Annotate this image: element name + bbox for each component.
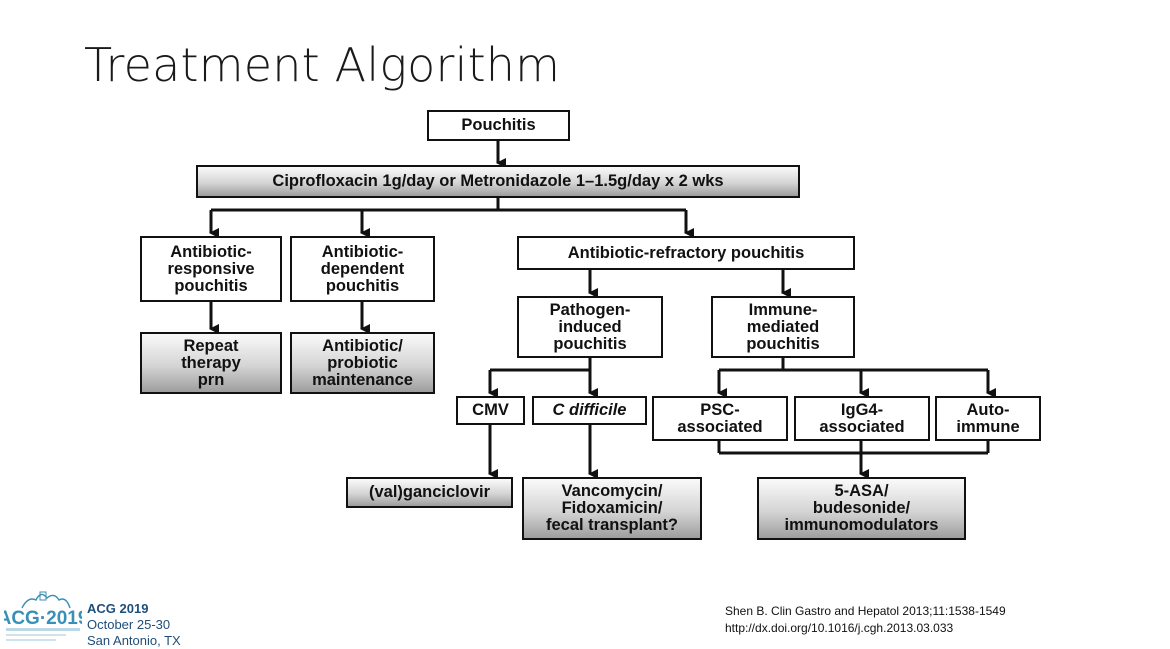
- node-c-difficile: C difficile: [532, 396, 647, 425]
- node-cmv: CMV: [456, 396, 525, 425]
- citation-doi-link[interactable]: http://dx.doi.org/10.1016/j.cgh.2013.03.…: [725, 621, 954, 635]
- node-pouchitis: Pouchitis: [427, 110, 570, 141]
- node-autoimmune: Auto- immune: [935, 396, 1041, 441]
- logo-wordmark: ACG·2019: [4, 608, 82, 629]
- citation-reference: Shen B. Clin Gastro and Hepatol 2013;11:…: [725, 604, 1006, 618]
- node-vancomycin-fidoxamicin: Vancomycin/ Fidoxamicin/ fecal transplan…: [522, 477, 702, 540]
- node-probiotic-maintenance: Antibiotic/ probiotic maintenance: [290, 332, 435, 394]
- node-antibiotic-dependent: Antibiotic- dependent pouchitis: [290, 236, 435, 302]
- node-antibiotic-refractory: Antibiotic-refractory pouchitis: [517, 236, 855, 270]
- event-info: ACG 2019 October 25-30 San Antonio, TX: [87, 601, 181, 649]
- event-location: San Antonio, TX: [87, 633, 181, 648]
- node-valganciclovir: (val)ganciclovir: [346, 477, 513, 508]
- event-dates: October 25-30: [87, 617, 171, 632]
- node-immune-mediated: Immune- mediated pouchitis: [711, 296, 855, 358]
- node-antibiotic-responsive: Antibiotic- responsive pouchitis: [140, 236, 282, 302]
- node-5asa-budesonide: 5-ASA/ budesonide/ immunomodulators: [757, 477, 966, 540]
- event-name: ACG 2019: [87, 601, 149, 616]
- citation: Shen B. Clin Gastro and Hepatol 2013;11:…: [725, 603, 1006, 637]
- node-igg4-associated: IgG4- associated: [794, 396, 930, 441]
- acg-2019-logo: ACG·2019: [4, 591, 82, 641]
- node-first-line-antibiotics: Ciprofloxacin 1g/day or Metronidazole 1–…: [196, 165, 800, 198]
- node-pathogen-induced: Pathogen- induced pouchitis: [517, 296, 663, 358]
- node-repeat-therapy: Repeat therapy prn: [140, 332, 282, 394]
- slide-title: Treatment Algorithm: [84, 38, 561, 92]
- node-psc-associated: PSC- associated: [652, 396, 788, 441]
